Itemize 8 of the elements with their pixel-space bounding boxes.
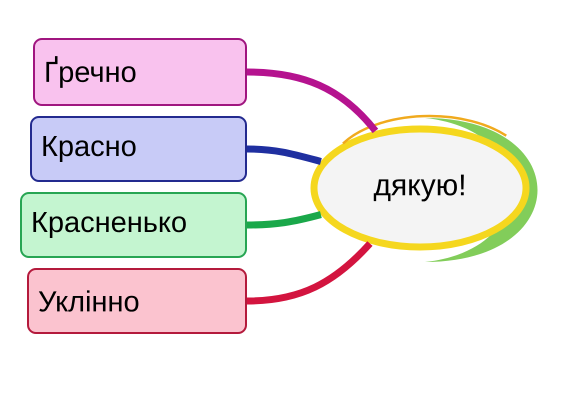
word-box: Ґречно <box>33 38 247 106</box>
word-box: Красненько <box>20 192 247 258</box>
connector <box>246 146 322 165</box>
connector <box>246 68 378 134</box>
connector <box>246 241 372 304</box>
word-box: Уклінно <box>27 268 247 334</box>
connector <box>246 211 322 228</box>
word-box: Красно <box>30 116 247 182</box>
